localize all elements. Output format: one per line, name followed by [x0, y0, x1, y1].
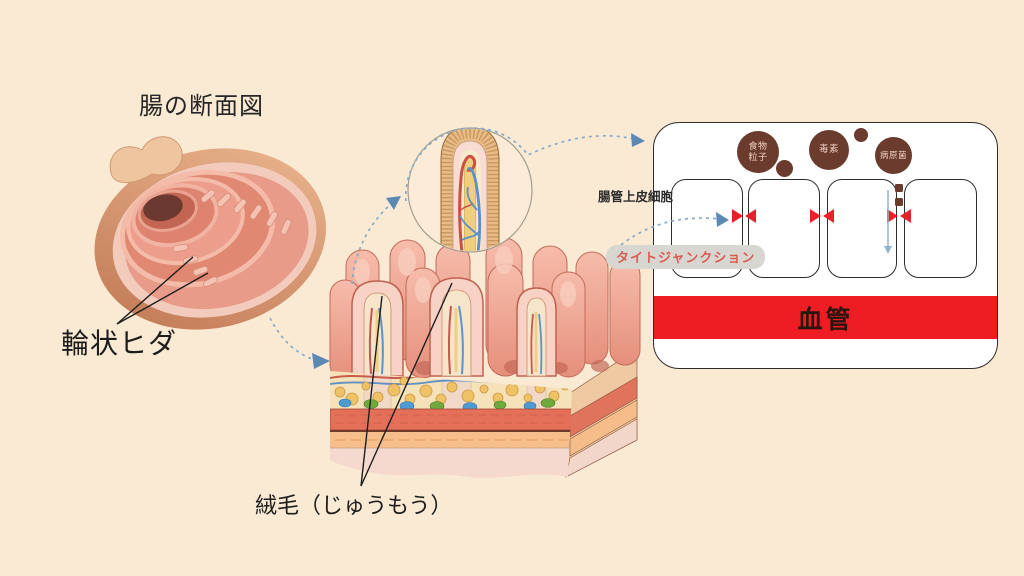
villi-block-side-face	[565, 348, 638, 478]
small-particle-1	[776, 160, 793, 177]
villus-inset-circle	[407, 127, 533, 253]
tight-junction-label: タイトジャンクション	[606, 245, 766, 269]
arrow-intestine-to-villi	[269, 317, 316, 361]
villi-highlights	[354, 246, 576, 307]
toxin-circle: 毒素	[809, 130, 849, 170]
cut-villus-3	[516, 287, 557, 377]
food-particle-circle: 食物 粒子	[737, 131, 779, 173]
tight-junction-x-1	[732, 209, 743, 223]
leak-arrow	[884, 190, 892, 254]
label-pointer-lines	[116, 256, 453, 487]
zoom-arrowheads	[312, 133, 645, 369]
epithelial-cells-label: 腸管上皮細胞	[598, 190, 674, 204]
tight-junction-pointer-arrow	[620, 212, 729, 246]
zoom-arrows	[269, 127, 635, 361]
intestine-flap	[109, 136, 183, 183]
circular-folds-label: 輪状ヒダ	[61, 328, 178, 359]
leaking-particles	[895, 184, 903, 206]
epithelial-cell-3	[827, 179, 897, 278]
page-title: 腸の断面図	[139, 93, 264, 120]
intestine-cross-section-illustration	[94, 136, 326, 330]
arrow-villi-to-inset	[351, 202, 393, 285]
tight-junction-marks	[732, 209, 911, 223]
fold-edge-villi	[172, 189, 292, 288]
tight-junction-x-3	[887, 209, 898, 223]
columnar-cell-texture	[441, 129, 499, 251]
epithelial-cell-4	[904, 179, 977, 278]
villi-label: 絨毛（じゅうもう）	[255, 493, 453, 518]
blood-vessel-band: 血管	[654, 296, 997, 339]
food-particle-label-line2: 粒子	[748, 152, 768, 162]
pathogen-label: 病原菌	[879, 150, 907, 161]
artery	[458, 154, 477, 251]
toxin-label: 毒素	[818, 144, 839, 156]
pathogen-circle: 病原菌	[875, 137, 912, 174]
tight-junction-x-2	[810, 209, 821, 223]
small-particle-2	[854, 128, 868, 142]
blood-vessel-label: 血管	[797, 305, 854, 334]
food-particle-label-line1: 食物	[748, 141, 768, 152]
